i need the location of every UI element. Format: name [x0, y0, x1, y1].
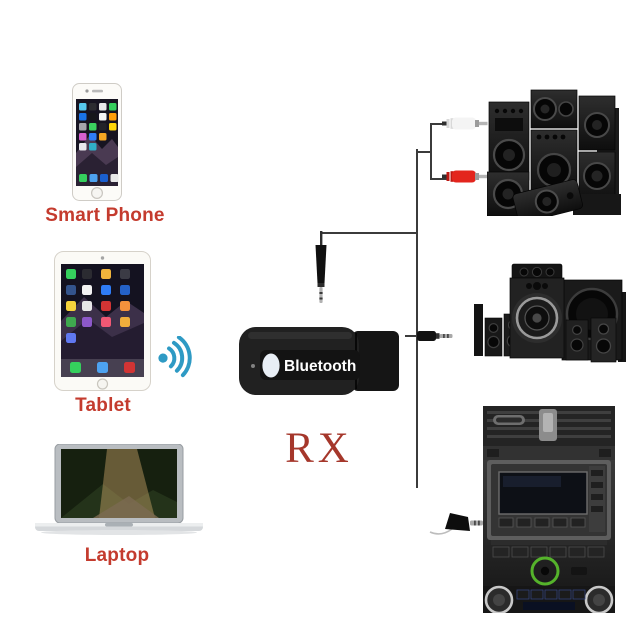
aux-plug-down-icon	[312, 231, 330, 309]
aux-port-highlight-ring	[530, 556, 560, 586]
tablet-label: Tablet	[75, 395, 131, 416]
tablet-image	[54, 251, 151, 391]
laptop-label: Laptop	[84, 545, 150, 566]
aux-plug-car-icon	[428, 510, 490, 538]
rca-plug-white-icon	[442, 116, 488, 131]
pa-speaker-stack-image	[487, 80, 623, 216]
wireless-signal-icon	[156, 336, 194, 380]
car-dashboard-aux-image	[483, 406, 615, 613]
bluetooth-receiver-dongle: Bluetooth	[238, 324, 400, 398]
home-theater-image	[474, 262, 626, 366]
laptop-image	[33, 444, 203, 536]
smartphone-image	[72, 83, 122, 201]
rx-mode-label: RX	[285, 425, 353, 472]
aux-plug-right-icon	[417, 330, 455, 342]
bluetooth-brand-text: Bluetooth	[284, 358, 356, 375]
bluetooth-oval-logo	[262, 353, 280, 378]
rca-plug-red-icon	[442, 169, 488, 184]
smartphone-label: Smart Phone	[45, 205, 165, 226]
